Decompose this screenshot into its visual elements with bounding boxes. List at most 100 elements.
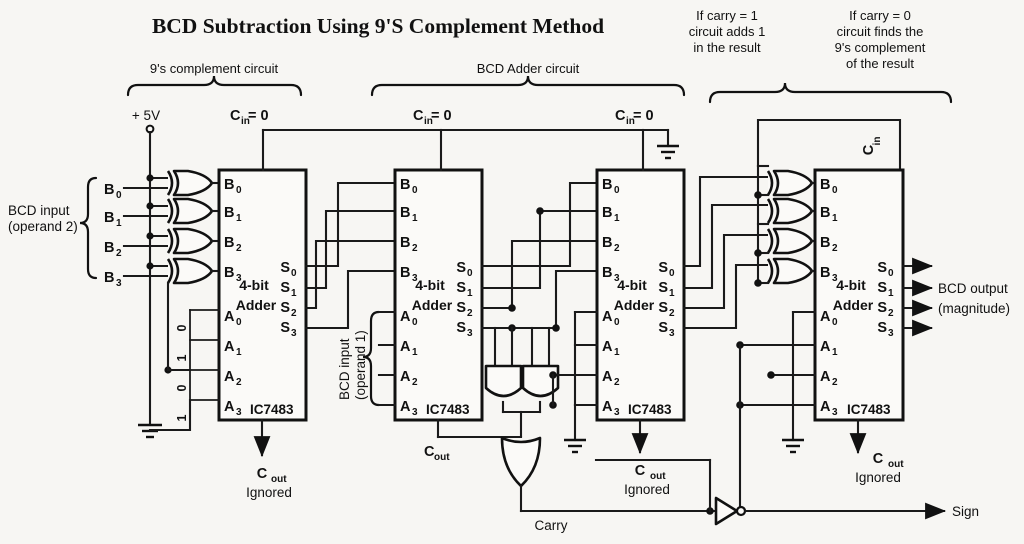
xor-gate-icon-g2-1 bbox=[766, 197, 817, 225]
svg-text:B: B bbox=[820, 205, 830, 221]
svg-text:1: 1 bbox=[175, 414, 189, 421]
adder4-cout-label: C bbox=[873, 451, 884, 467]
svg-text:A: A bbox=[820, 369, 831, 385]
brace-carry-sections bbox=[708, 82, 953, 104]
label-cin2-sub: in bbox=[424, 116, 433, 127]
page-title: BCD Subtraction Using 9'S Complement Met… bbox=[152, 14, 604, 38]
brace-nines-complement bbox=[126, 75, 303, 97]
and-gate-icon-1 bbox=[484, 326, 523, 414]
svg-text:0: 0 bbox=[888, 268, 894, 279]
svg-text:1: 1 bbox=[291, 288, 297, 299]
svg-text:S: S bbox=[456, 260, 466, 276]
svg-text:0: 0 bbox=[412, 317, 418, 328]
svg-text:B: B bbox=[104, 210, 114, 226]
svg-text:4-bit: 4-bit bbox=[239, 277, 269, 293]
svg-text:A: A bbox=[400, 309, 411, 325]
label-sign-output: Sign bbox=[952, 504, 979, 519]
svg-text:Adder: Adder bbox=[833, 297, 874, 313]
svg-text:4-bit: 4-bit bbox=[617, 277, 647, 293]
svg-text:4-bit: 4-bit bbox=[836, 277, 866, 293]
label-cin4-sub: in bbox=[872, 137, 883, 146]
svg-text:2: 2 bbox=[412, 377, 418, 388]
svg-text:0: 0 bbox=[236, 185, 242, 196]
svg-text:0: 0 bbox=[467, 268, 473, 279]
svg-text:B: B bbox=[820, 265, 830, 281]
and-gate-icon-2 bbox=[521, 326, 560, 414]
svg-text:B: B bbox=[602, 235, 612, 251]
label-cin1: C bbox=[230, 108, 241, 124]
adder2-cout-label: C bbox=[424, 444, 435, 460]
svg-text:3: 3 bbox=[291, 328, 297, 339]
svg-text:3: 3 bbox=[832, 407, 838, 418]
brace-bcd-adder bbox=[370, 75, 686, 97]
svg-text:1: 1 bbox=[116, 218, 122, 229]
svg-text:S: S bbox=[280, 320, 290, 336]
adder2-a-input-wires bbox=[377, 310, 397, 407]
note-carry1-line3: in the result bbox=[693, 40, 761, 55]
svg-text:2: 2 bbox=[412, 243, 418, 254]
const-gnd-wire bbox=[148, 398, 192, 432]
adder2-s-bus bbox=[480, 181, 599, 332]
svg-text:A: A bbox=[602, 369, 613, 385]
svg-text:A: A bbox=[400, 369, 411, 385]
svg-text:S: S bbox=[280, 280, 290, 296]
svg-text:IC7483: IC7483 bbox=[250, 402, 294, 417]
label-bcd-input2-line1: BCD input bbox=[8, 203, 70, 218]
label-nines-complement: 9's complement circuit bbox=[150, 61, 279, 76]
svg-text:A: A bbox=[224, 399, 235, 415]
svg-text:2: 2 bbox=[236, 377, 242, 388]
adder4-cout-sub: out bbox=[888, 459, 904, 470]
xor-gate-icon-g1-0 bbox=[166, 169, 221, 197]
svg-text:2: 2 bbox=[467, 308, 473, 319]
svg-text:0: 0 bbox=[832, 317, 838, 328]
svg-text:B: B bbox=[820, 177, 830, 193]
input-b2: B 2 bbox=[104, 240, 170, 259]
svg-text:IC7483: IC7483 bbox=[628, 402, 672, 417]
svg-text:Adder: Adder bbox=[412, 297, 453, 313]
svg-text:A: A bbox=[400, 339, 411, 355]
note-carry1-line1: If carry = 1 bbox=[696, 8, 758, 23]
svg-text:0: 0 bbox=[832, 185, 838, 196]
svg-text:A: A bbox=[820, 309, 831, 325]
note-carry0-line4: of the result bbox=[846, 56, 914, 71]
label-cin4: C bbox=[861, 144, 877, 155]
adder1-to-adder2-bus bbox=[304, 181, 397, 330]
svg-text:1: 1 bbox=[175, 354, 189, 361]
svg-text:A: A bbox=[224, 339, 235, 355]
svg-text:0: 0 bbox=[669, 268, 675, 279]
xor-gate-icon-g1-3 bbox=[166, 257, 221, 285]
svg-text:3: 3 bbox=[614, 273, 620, 284]
svg-text:1: 1 bbox=[236, 347, 242, 358]
svg-text:3: 3 bbox=[888, 328, 894, 339]
adder3-cout-sub: out bbox=[650, 471, 666, 482]
svg-text:A: A bbox=[224, 369, 235, 385]
label-bcd-input2-line2: (operand 2) bbox=[8, 219, 78, 234]
svg-text:4-bit: 4-bit bbox=[415, 277, 445, 293]
svg-text:S: S bbox=[280, 300, 290, 316]
svg-text:3: 3 bbox=[412, 407, 418, 418]
brace-bcd-input2 bbox=[79, 176, 98, 280]
svg-text:1: 1 bbox=[614, 347, 620, 358]
adder3-a-inputs bbox=[549, 310, 599, 442]
svg-text:3: 3 bbox=[832, 273, 838, 284]
supply-taps bbox=[146, 174, 170, 270]
svg-text:B: B bbox=[224, 177, 234, 193]
note-carry0-line3: 9's complement bbox=[835, 40, 926, 55]
svg-text:S: S bbox=[658, 300, 668, 316]
or-gate-icon-main bbox=[500, 436, 542, 513]
label-cin2: C bbox=[413, 108, 424, 124]
adder1-cout-sub: out bbox=[271, 474, 287, 485]
xor-gate-icon-g2-0 bbox=[766, 169, 817, 197]
ground-icon-adder3 bbox=[564, 438, 586, 454]
svg-text:1: 1 bbox=[888, 288, 894, 299]
svg-text:B: B bbox=[400, 205, 410, 221]
svg-text:2: 2 bbox=[832, 377, 838, 388]
svg-text:A: A bbox=[602, 399, 613, 415]
note-carry1-line2: circuit adds 1 bbox=[689, 24, 766, 39]
svg-text:S: S bbox=[456, 280, 466, 296]
svg-text:B: B bbox=[224, 235, 234, 251]
svg-text:2: 2 bbox=[669, 308, 675, 319]
